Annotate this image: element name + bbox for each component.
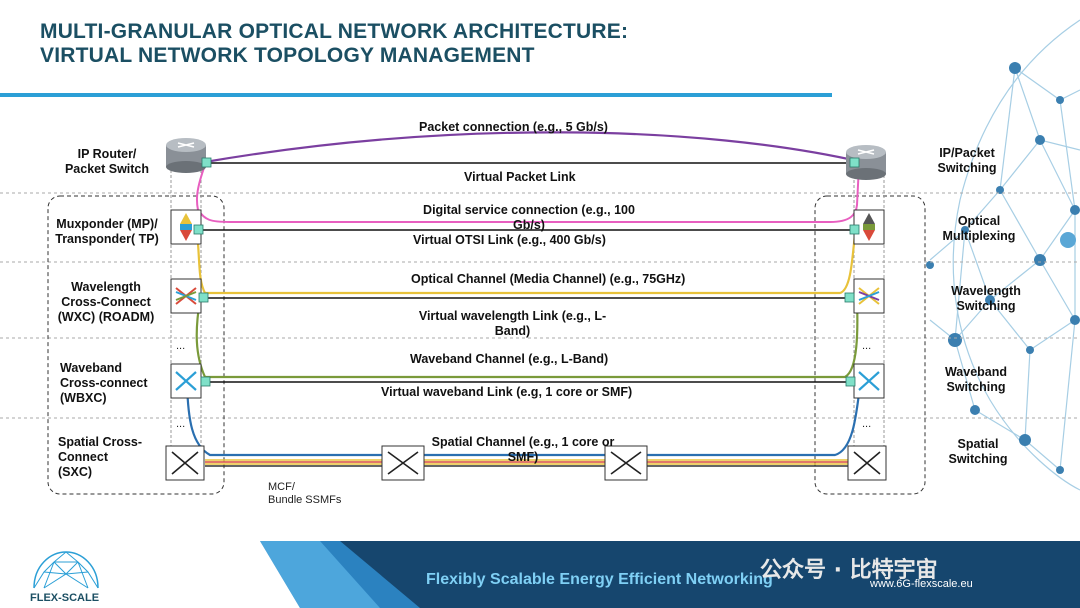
ellipsis-left-2: ... — [176, 418, 186, 430]
page-title: MULTI-GRANULAR OPTICAL NETWORK ARCHITECT… — [40, 20, 628, 68]
ellipsis-left-1: ... — [176, 340, 186, 352]
right-sxc-icon — [847, 445, 887, 481]
digital-service-line — [195, 164, 860, 223]
port-markers — [193, 157, 860, 387]
ellipsis-right-1: ... — [862, 340, 872, 352]
fiber-bundle — [205, 459, 850, 467]
footer-url[interactable]: www.6G-flexscale.eu — [870, 578, 973, 590]
layer-separators — [0, 192, 1080, 419]
flex-scale-logo-text: FLEX-SCALE — [30, 592, 100, 604]
label-sxc: Spatial Cross- Connect (SXC) — [58, 435, 143, 479]
right-node-group — [814, 195, 926, 495]
label-digital-service: Digital service connection (e.g., 100 Gb… — [423, 203, 635, 232]
left-wxc-icon — [170, 278, 202, 314]
spatial-channel-line — [185, 382, 862, 457]
label-wxc: Wavelength Cross-Connect (WXC) (ROADM) — [57, 280, 155, 324]
title-line-2: VIRTUAL NETWORK TOPOLOGY MANAGEMENT — [40, 44, 535, 67]
left-sxc-icon — [165, 445, 205, 481]
label-virtual-packet-link: Virtual Packet Link — [464, 170, 576, 184]
left-muxponder-icon — [170, 209, 202, 245]
ellipsis-right-2: ... — [862, 418, 872, 430]
label-ip-packet-switching: IP/Packet Switching — [937, 146, 997, 175]
label-muxponder: Muxponder (MP)/ Transponder( TP) — [55, 217, 159, 246]
label-waveband-switching: Waveband Switching — [944, 365, 1008, 394]
watermark: 公众号 · 比特宇宙 — [760, 558, 938, 583]
label-waveband-channel: Waveband Channel (e.g., L-Band) — [410, 352, 609, 366]
footer-tagline: Flexibly Scalable Energy Efficient Netwo… — [426, 571, 773, 588]
label-optical-multiplexing: Optical Multiplexing — [942, 214, 1016, 243]
label-wbxc: Waveband Cross-connect (WBXC) — [60, 361, 148, 405]
packet-connection-line — [204, 131, 863, 164]
label-virtual-wavelength-link: Virtual wavelength Link (e.g., L- Band) — [418, 309, 607, 338]
footer-band — [260, 541, 1080, 608]
label-virtual-waveband-link: Virtual waveband Link (e.g, 1 core or SM… — [381, 385, 633, 399]
title-underline — [0, 93, 832, 97]
globe-mesh-decoration — [929, 19, 1080, 491]
label-ip-router: IP Router/ Packet Switch — [64, 147, 150, 176]
right-wbxc-icon — [853, 363, 885, 399]
left-router-icon — [166, 138, 206, 173]
mid-sxc-icon-1 — [381, 445, 425, 481]
label-spatial-switching: Spatial Switching — [948, 437, 1008, 466]
globe-nodes — [926, 62, 1080, 474]
left-wbxc-icon — [170, 363, 202, 399]
left-node-group — [47, 195, 225, 495]
label-spatial-channel: Spatial Channel (e.g., 1 core or SMF) — [431, 435, 615, 464]
flex-scale-logo-icon — [33, 551, 99, 589]
mid-sxc-icon-2 — [604, 445, 648, 481]
label-virtual-otsi-link: Virtual OTSI Link (e.g., 400 Gb/s) — [413, 233, 606, 247]
label-mcf-bundle: MCF/ Bundle SSMFs — [268, 481, 342, 506]
label-optical-channel: Optical Channel (Media Channel) (e.g., 7… — [411, 272, 686, 286]
label-packet-connection: Packet connection (e.g., 5 Gb/s) — [419, 120, 608, 134]
right-router-icon — [846, 145, 886, 180]
label-wavelength-switching: Wavelength Switching — [951, 284, 1021, 313]
right-wxc-icon — [853, 278, 885, 314]
waveband-channel-line — [195, 299, 859, 379]
optical-channel-line — [195, 231, 857, 295]
title-line-1: MULTI-GRANULAR OPTICAL NETWORK ARCHITECT… — [40, 20, 629, 43]
